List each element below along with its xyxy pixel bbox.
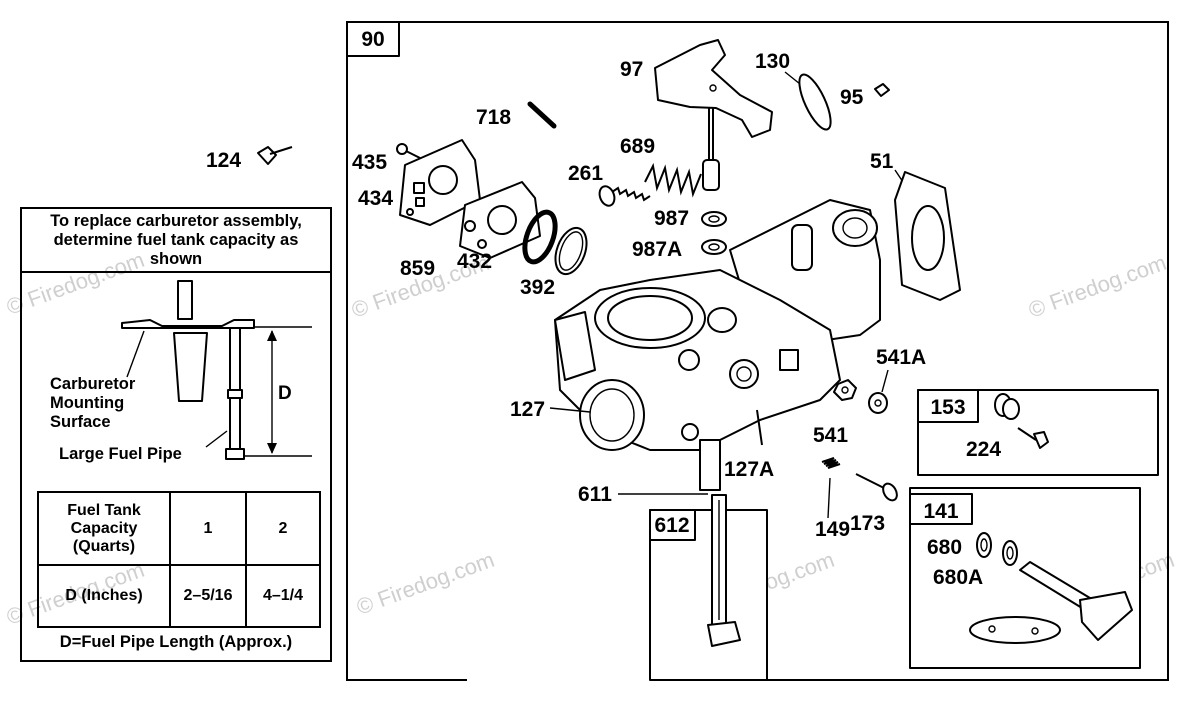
part-173: 173 bbox=[850, 473, 898, 535]
sub-box-ref-141: 141 bbox=[923, 500, 958, 523]
info-panel-heading: To replace carburetor assembly, determin… bbox=[22, 209, 330, 273]
part-97: 97 bbox=[620, 39, 773, 191]
part-number-432: 432 bbox=[457, 250, 492, 273]
watermark-text: © Firedog.com bbox=[353, 547, 497, 620]
table-header-capacity: Fuel Tank Capacity (Quarts) bbox=[37, 491, 171, 566]
sub-box-153: 153 224 bbox=[917, 389, 1159, 476]
part-149: 149 bbox=[815, 457, 850, 541]
main-box-ref: 90 bbox=[361, 28, 384, 51]
part-number-173: 173 bbox=[850, 512, 885, 535]
part-number-680a: 680A bbox=[933, 566, 983, 589]
part-number-541a: 541A bbox=[876, 346, 926, 369]
table-row-d-label: D (Inches) bbox=[37, 564, 171, 628]
part-435: 435 bbox=[352, 143, 421, 174]
fuel-pipe-measurement-sketch: D bbox=[121, 280, 312, 460]
part-392: 392 bbox=[520, 226, 588, 299]
part-541a: 541A bbox=[868, 346, 926, 414]
part-number-261: 261 bbox=[568, 162, 603, 185]
part-number-224: 224 bbox=[966, 438, 1001, 461]
label-large-fuel-pipe: Large Fuel Pipe bbox=[59, 445, 182, 463]
part-number-392: 392 bbox=[520, 276, 555, 299]
table-row-d-col-1: 2–5/16 bbox=[169, 564, 247, 628]
table-header-col-1: 1 bbox=[169, 491, 247, 566]
part-number-987a: 987A bbox=[632, 238, 682, 261]
part-number-97: 97 bbox=[620, 58, 643, 81]
part-95: 95 bbox=[840, 83, 890, 109]
carburetor-replacement-info-panel: To replace carburetor assembly, determin… bbox=[20, 207, 332, 662]
part-number-987: 987 bbox=[654, 207, 689, 230]
part-number-127: 127 bbox=[510, 398, 545, 421]
part-51: 51 bbox=[870, 150, 961, 301]
part-127: 127 bbox=[510, 398, 591, 421]
table-header-col-2: 2 bbox=[245, 491, 321, 566]
part-611: 611 bbox=[578, 483, 708, 506]
part-261: 261 bbox=[568, 162, 651, 207]
part-718: 718 bbox=[476, 101, 557, 129]
part-130: 130 bbox=[755, 50, 832, 131]
part-number-95: 95 bbox=[840, 86, 864, 109]
part-number-689: 689 bbox=[620, 135, 655, 158]
part-432: 432 bbox=[457, 209, 558, 273]
part-127a: 127A bbox=[724, 409, 774, 481]
part-number-435: 435 bbox=[352, 151, 387, 174]
part-541: 541 bbox=[813, 379, 857, 447]
sub-box-ref-612: 612 bbox=[654, 514, 689, 537]
part-987a: 987A bbox=[632, 238, 727, 261]
dimension-label-d: D bbox=[278, 383, 292, 404]
sub-box-612: 612 bbox=[649, 494, 768, 681]
fuel-capacity-table: Fuel Tank Capacity (Quarts) 1 2 D (Inche… bbox=[37, 491, 321, 628]
table-row-d-col-2: 4–1/4 bbox=[245, 564, 321, 628]
part-987: 987 bbox=[654, 207, 727, 230]
part-number-680: 680 bbox=[927, 536, 962, 559]
part-number-124: 124 bbox=[206, 149, 241, 172]
part-number-149: 149 bbox=[815, 518, 850, 541]
part-number-51: 51 bbox=[870, 150, 894, 173]
watermark-text: © Firedog.com bbox=[1025, 250, 1169, 323]
part-number-434: 434 bbox=[358, 187, 393, 210]
part-number-718: 718 bbox=[476, 106, 511, 129]
part-number-611: 611 bbox=[578, 483, 612, 506]
sub-box-ref-153: 153 bbox=[930, 396, 965, 419]
part-number-130: 130 bbox=[755, 50, 790, 73]
part-124: 124 bbox=[206, 146, 293, 172]
sub-box-141: 141 680 680A bbox=[909, 487, 1141, 669]
carburetor-body bbox=[554, 199, 881, 491]
part-number-541: 541 bbox=[813, 424, 848, 447]
info-panel-footnote: D=Fuel Pipe Length (Approx.) bbox=[59, 633, 293, 651]
part-number-127a: 127A bbox=[724, 458, 774, 481]
part-689: 689 bbox=[620, 135, 702, 198]
part-number-859: 859 bbox=[400, 257, 435, 280]
part-859: 859 bbox=[400, 181, 541, 280]
label-mounting-surface: Carburetor Mounting Surface bbox=[50, 375, 136, 431]
main-box: 90 bbox=[346, 21, 1169, 681]
